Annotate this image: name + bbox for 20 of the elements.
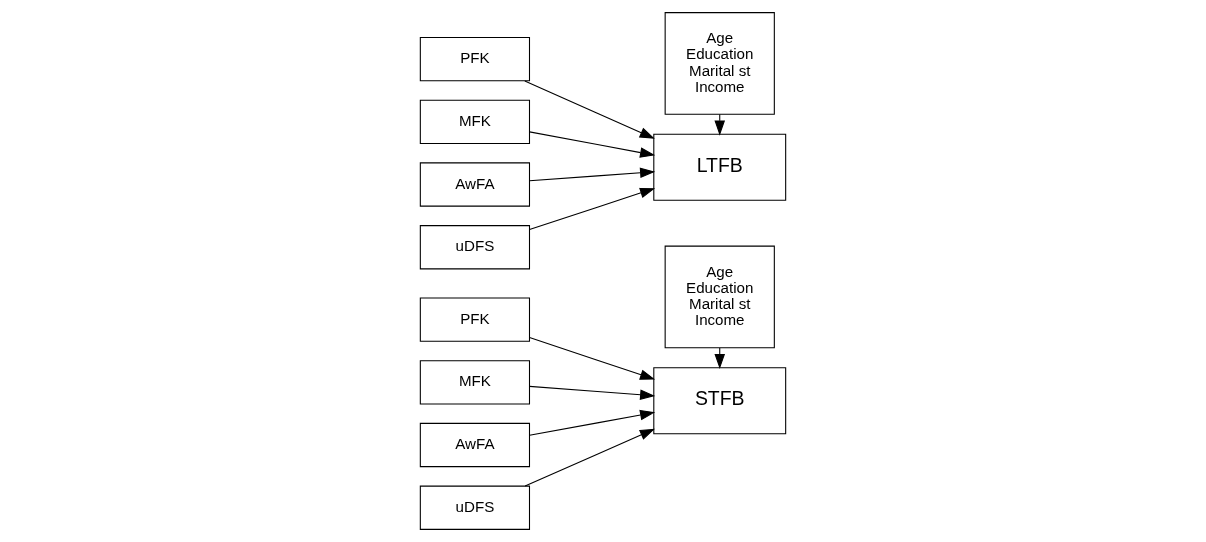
arrow [529, 409, 656, 436]
node-box: uDFS [419, 485, 531, 530]
arrow [529, 337, 656, 380]
node-box: MFK [419, 99, 531, 144]
node-box: Age Education Marital st Income [664, 245, 775, 349]
node-box: STFB [653, 367, 787, 435]
arrow [524, 80, 655, 139]
node-box: Age Education Marital st Income [664, 12, 775, 115]
node-box: uDFS [419, 225, 531, 270]
arrow [529, 385, 656, 401]
node-box: PFK [419, 297, 531, 342]
node-box: PFK [419, 37, 531, 82]
arrow [529, 131, 656, 158]
arrow [529, 187, 656, 231]
node-box: AwFA [419, 162, 531, 207]
node-box: MFK [419, 360, 531, 405]
node-box: AwFA [419, 422, 531, 468]
arrow [529, 167, 656, 182]
node-box: LTFB [653, 133, 787, 201]
arrow [524, 428, 655, 487]
